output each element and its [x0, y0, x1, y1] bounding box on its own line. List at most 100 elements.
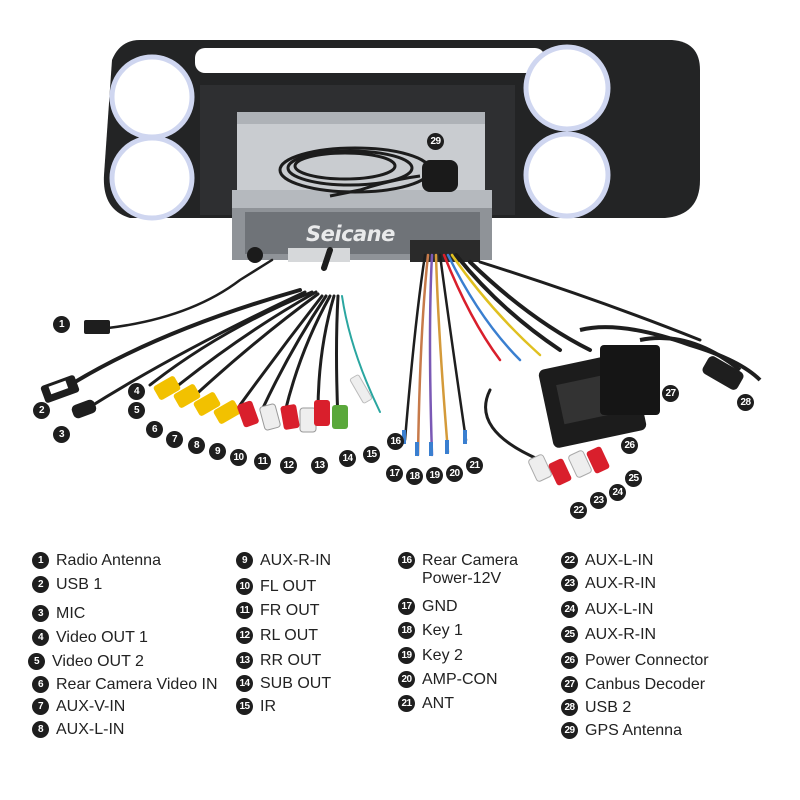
legend-label: AUX-L-IN: [585, 601, 654, 618]
callout-badge-6: 6: [146, 421, 163, 438]
legend-badge: 4: [32, 629, 49, 646]
legend-label: Canbus Decoder: [585, 676, 706, 693]
legend-item-22: 22 AUX-L-IN: [561, 552, 653, 570]
legend-item-16: 16 Rear Camera Power-12V: [398, 552, 518, 588]
legend-label: GND: [422, 598, 458, 615]
legend-item-24: 24 AUX-L-IN: [561, 601, 653, 619]
callout-badge-22: 22: [570, 502, 587, 519]
legend-item-25: 25 AUX-R-IN: [561, 626, 656, 644]
legend-label: SUB OUT: [260, 675, 332, 692]
legend-label: Key 1: [422, 622, 463, 639]
legend-label: RL OUT: [260, 627, 319, 644]
callout-badge-12: 12: [280, 457, 297, 474]
legend-label: Video OUT 2: [52, 653, 144, 670]
legend-item-27: 27 Canbus Decoder: [561, 676, 705, 694]
callout-badge-19: 19: [426, 467, 443, 484]
legend-item-15: 15 IR: [236, 698, 276, 716]
legend-label: RR OUT: [260, 652, 322, 669]
legend-label: AUX-R-IN: [585, 575, 657, 592]
legend-badge: 10: [236, 578, 253, 595]
legend-item-2: 2 USB 1: [32, 576, 102, 594]
legend-badge: 2: [32, 576, 49, 593]
legend-label: Power Connector: [585, 652, 709, 669]
callout-badge-11: 11: [254, 453, 271, 470]
legend-badge: 15: [236, 698, 253, 715]
legend-label: Key 2: [422, 647, 463, 664]
legend-badge: 13: [236, 652, 253, 669]
legend-badge: 24: [561, 601, 578, 618]
callout-badge-10: 10: [230, 449, 247, 466]
callout-badge-25: 25: [625, 470, 642, 487]
legend-label: Rear Camera Power-12V: [422, 552, 519, 587]
legend-badge: 27: [561, 676, 578, 693]
legend-badge: 7: [32, 698, 49, 715]
pin-terminals: [402, 430, 467, 456]
legend-item-1: 1 Radio Antenna: [32, 552, 161, 570]
callout-badge-20: 20: [446, 465, 463, 482]
callout-badge-27: 27: [662, 385, 679, 402]
legend-label: Radio Antenna: [56, 552, 161, 569]
callout-badge-4: 4: [128, 383, 145, 400]
legend-label: AUX-L-IN: [585, 552, 654, 569]
legend-label: IR: [260, 698, 276, 715]
legend-badge: 8: [32, 721, 49, 738]
legend-item-18: 18 Key 1: [398, 622, 463, 640]
callout-badge-5: 5: [128, 402, 145, 419]
callout-badge-16: 16: [387, 433, 404, 450]
power-connector-block: [538, 345, 660, 448]
callout-badge-2: 2: [33, 402, 50, 419]
legend-badge: 22: [561, 552, 578, 569]
middle-wire-bundle: [403, 253, 702, 462]
legend-item-23: 23 AUX-R-IN: [561, 575, 656, 593]
usb2-cable: [579, 325, 762, 390]
callout-badge-21: 21: [466, 457, 483, 474]
legend-label: AUX-V-IN: [56, 698, 126, 715]
legend-item-28: 28 USB 2: [561, 699, 631, 717]
legend-label: AUX-R-IN: [260, 552, 332, 569]
callout-badge-3: 3: [53, 426, 70, 443]
legend-badge: 16: [398, 552, 415, 569]
legend-badge: 1: [32, 552, 49, 569]
legend-label: USB 2: [585, 699, 632, 716]
legend-label: Rear Camera Video IN: [56, 676, 218, 693]
legend-label: MIC: [56, 605, 86, 622]
wiring-diagram: [40, 40, 762, 486]
legend-label: AMP-CON: [422, 671, 498, 688]
legend-item-5: 5 Video OUT 2: [28, 653, 144, 671]
legend-item-13: 13 RR OUT: [236, 652, 321, 670]
legend-badge: 19: [398, 647, 415, 664]
legend-label: FR OUT: [260, 602, 320, 619]
legend-label: AUX-R-IN: [585, 626, 657, 643]
callout-badge-17: 17: [386, 465, 403, 482]
callout-badge-18: 18: [406, 468, 423, 485]
brand-watermark: Seicane: [306, 222, 395, 246]
legend-badge: 23: [561, 575, 578, 592]
left-cable-bundle: [68, 247, 381, 422]
callout-badge-1: 1: [53, 316, 70, 333]
callout-badge-15: 15: [363, 446, 380, 463]
callout-badge-8: 8: [188, 437, 205, 454]
legend-label: ANT: [422, 695, 454, 712]
legend-label: GPS Antenna: [585, 722, 682, 739]
callout-badge-29: 29: [427, 133, 444, 150]
callout-badge-28: 28: [737, 394, 754, 411]
legend-badge: 5: [28, 653, 45, 670]
right-rca-connectors: [528, 446, 610, 486]
legend-badge: 25: [561, 626, 578, 643]
gps-antenna: [278, 146, 458, 198]
legend-badge: 28: [561, 699, 578, 716]
callout-badge-9: 9: [209, 443, 226, 460]
legend-badge: 20: [398, 671, 415, 688]
legend-badge: 18: [398, 622, 415, 639]
legend-label: USB 1: [56, 576, 103, 593]
left-end-connectors: [40, 320, 110, 419]
